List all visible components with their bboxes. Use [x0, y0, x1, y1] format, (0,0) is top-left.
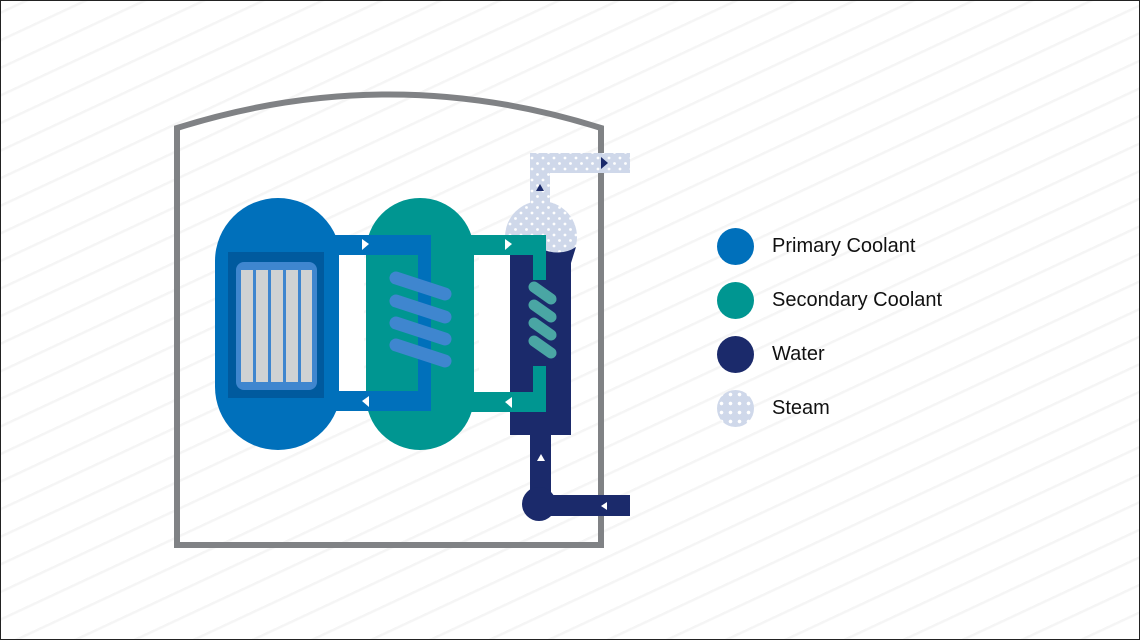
legend-item-steam: Steam	[717, 381, 942, 435]
feedwater-line	[522, 431, 630, 521]
flow-arrow-icon	[505, 239, 512, 250]
legend-item-primary-coolant: Primary Coolant	[717, 219, 942, 273]
flow-arrow-icon	[362, 239, 369, 250]
legend-label: Secondary Coolant	[772, 288, 943, 311]
steam-generator-water	[509, 245, 576, 435]
containment-building	[174, 91, 604, 548]
flow-arrow-icon	[362, 396, 369, 407]
loop-gap	[339, 255, 364, 391]
flow-arrow-icon	[601, 157, 608, 169]
flow-arrow-icon	[601, 502, 607, 510]
primary-coil	[389, 271, 452, 368]
loop-gap	[479, 255, 510, 392]
secondary-coolant-swatch-icon	[717, 281, 754, 319]
legend-label: Steam	[772, 396, 830, 419]
flow-arrow-icon	[537, 454, 545, 461]
legend-item-water: Water	[717, 327, 942, 381]
secondary-coil	[528, 281, 557, 359]
fuel-rods	[241, 270, 312, 382]
primary-loop	[331, 235, 431, 411]
legend: Primary Coolant Secondary Coolant Water …	[717, 219, 942, 435]
legend-label: Primary Coolant	[772, 234, 916, 257]
secondary-loop	[466, 235, 546, 412]
water-swatch-icon	[717, 335, 754, 373]
legend-item-secondary-coolant: Secondary Coolant	[717, 273, 942, 327]
flow-arrow-icon	[505, 397, 512, 408]
steam-outlet-pipe	[530, 153, 630, 213]
primary-coolant-swatch-icon	[717, 227, 754, 265]
legend-label: Water	[772, 342, 825, 365]
steam-swatch-icon	[717, 389, 754, 427]
flow-arrow-icon	[536, 184, 544, 191]
